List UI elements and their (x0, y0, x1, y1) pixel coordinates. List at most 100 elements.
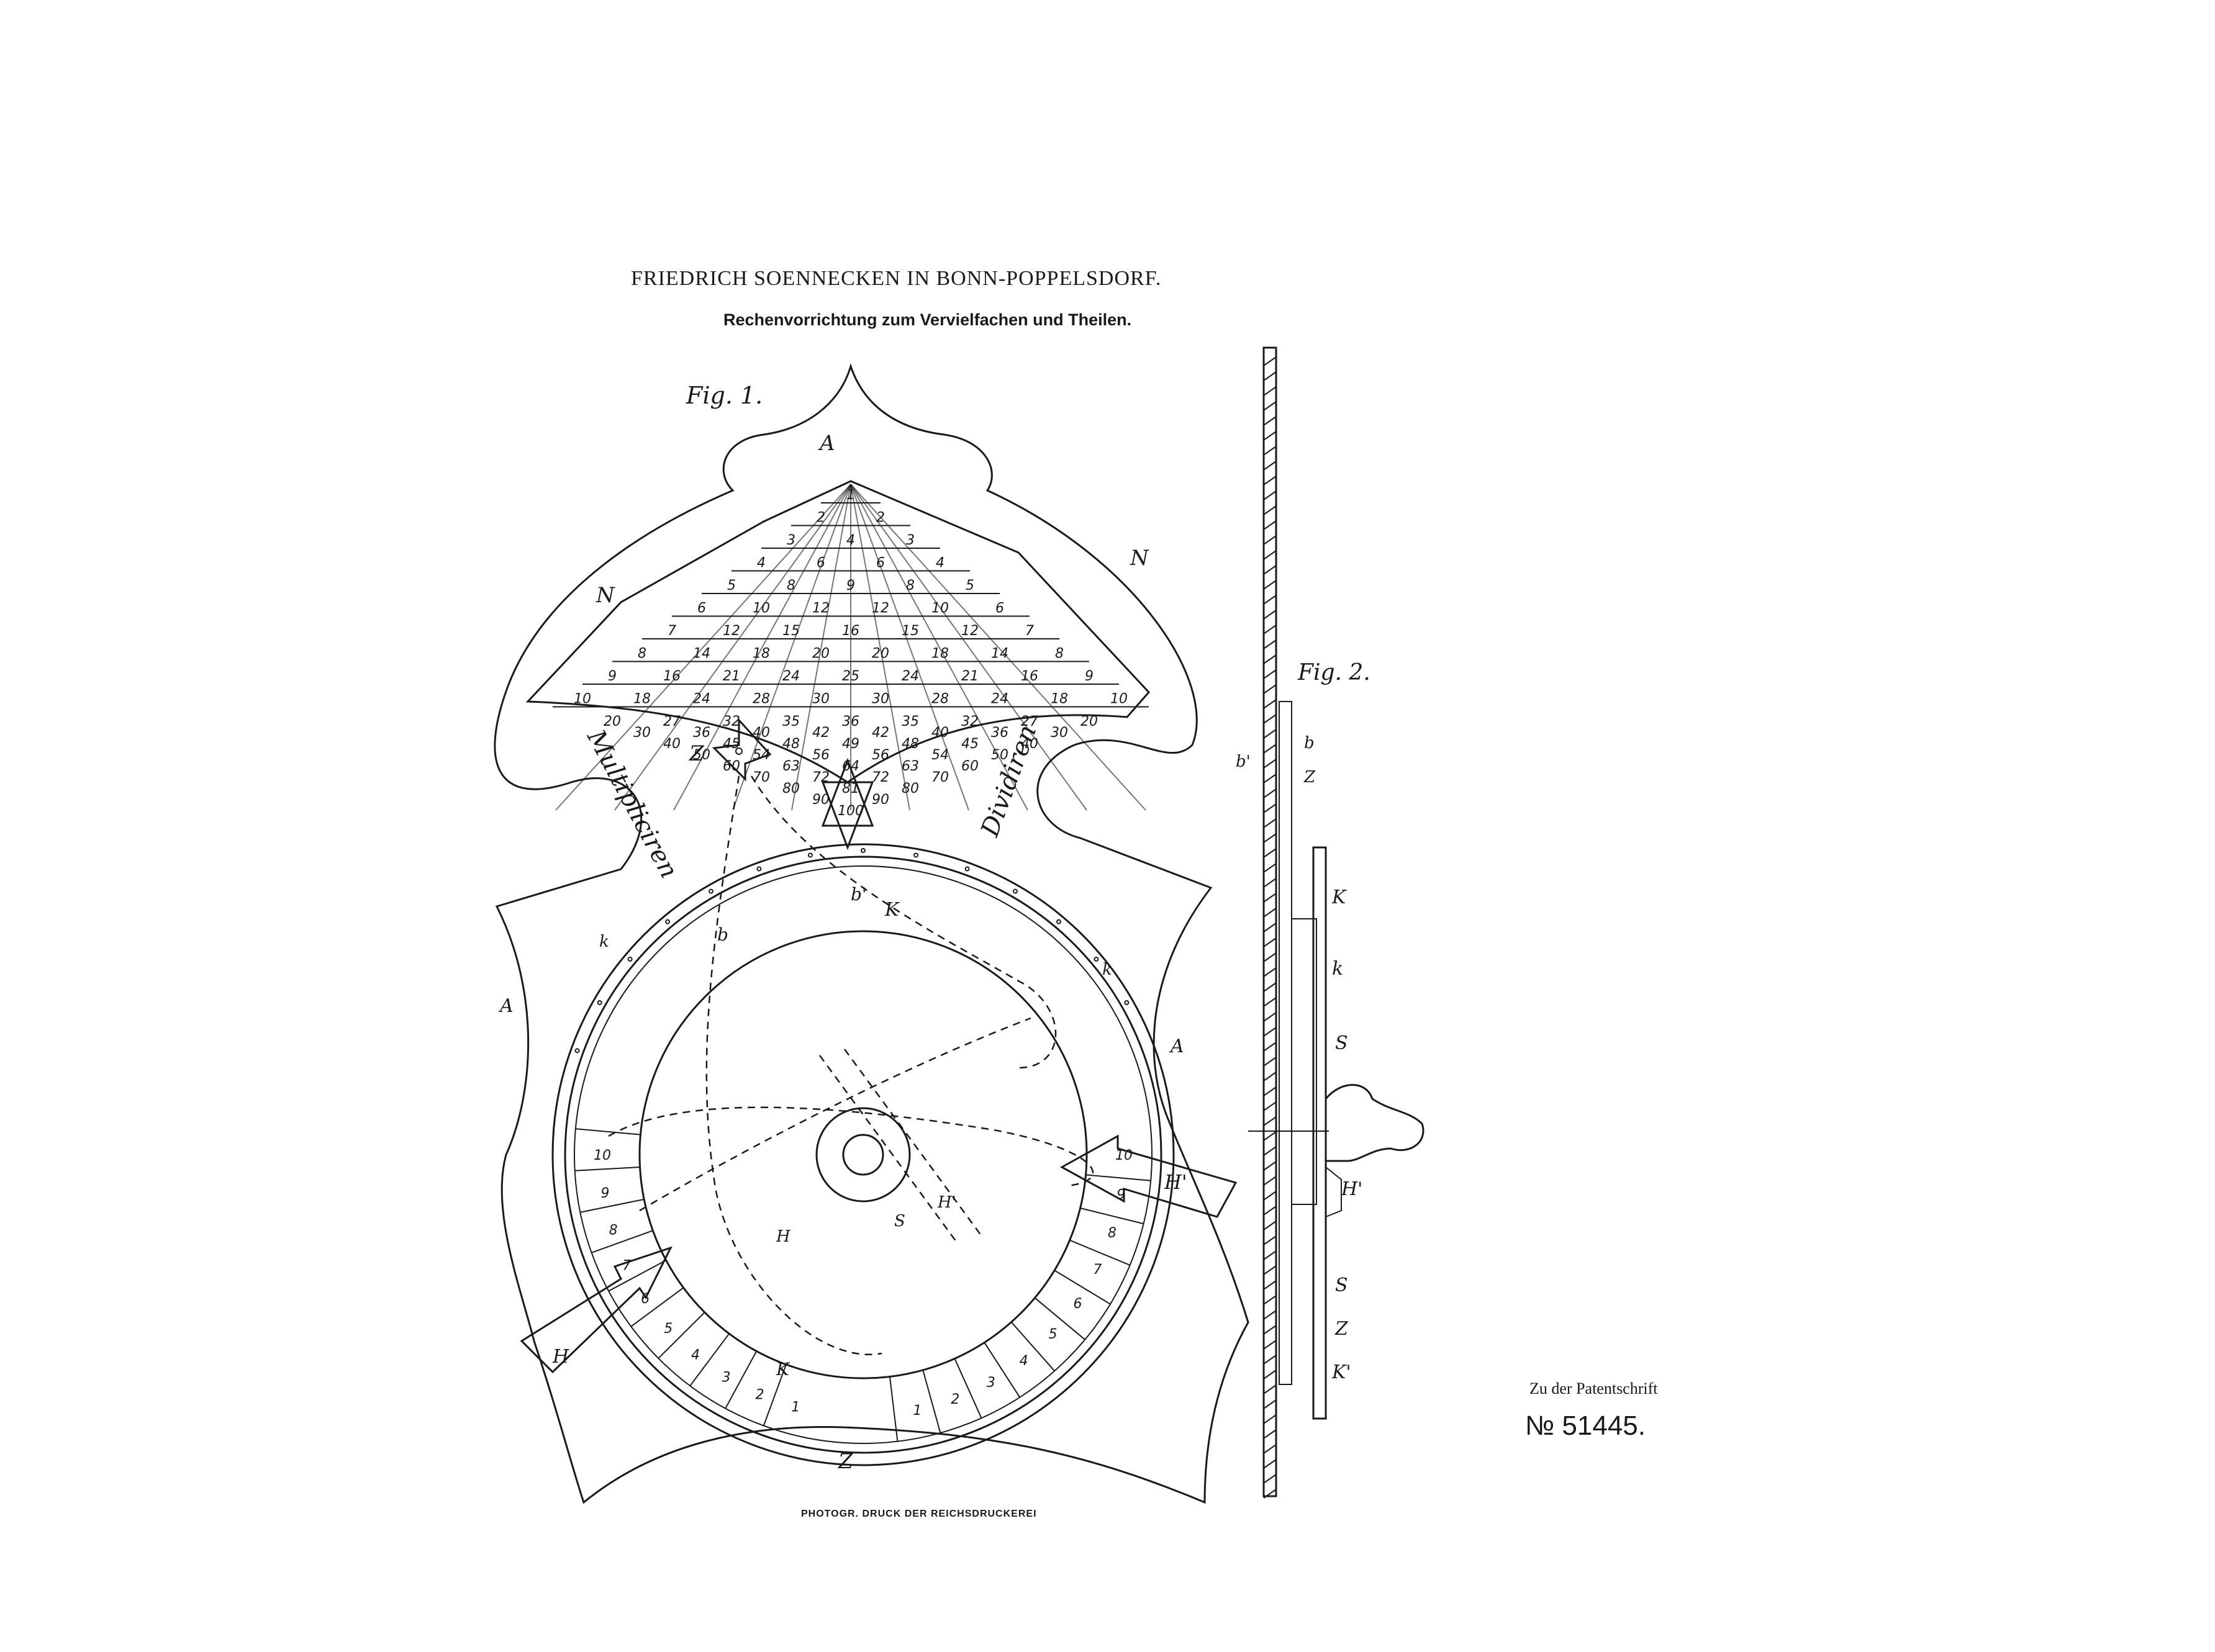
label-S: S (894, 1212, 905, 1230)
label-A-right: A (1169, 1036, 1184, 1057)
table-cell: 49 (842, 736, 859, 752)
fig2-label-S-bottom: S (1335, 1275, 1348, 1296)
patent-title: FRIEDRICH SOENNECKEN IN BONN-POPPELSDORF… (631, 267, 1162, 290)
dial-ring-outer (564, 855, 1162, 1454)
disk-section-K (1312, 846, 1327, 1420)
dial-tick (689, 1333, 730, 1386)
label-H-prime: H' (1164, 1170, 1187, 1194)
pointer-H (520, 1246, 673, 1374)
dial-tick (658, 1312, 705, 1359)
hatch-line (1263, 848, 1277, 858)
table-cell: 80 (902, 781, 919, 797)
table-cell: 30 (1051, 725, 1068, 741)
label-b: b (717, 924, 728, 945)
disk-section-k (1291, 918, 1317, 1205)
table-cell: 12 (812, 601, 830, 616)
table-grid (553, 484, 1149, 811)
table-cell: 24 (693, 692, 710, 707)
hatch-line (1263, 625, 1277, 634)
hatch-line (1263, 1086, 1277, 1096)
dial-number-right: 4 (1020, 1353, 1028, 1369)
hidden-lever-right (750, 775, 1057, 1069)
rim-dot (1094, 957, 1099, 962)
hatch-line (1263, 1191, 1277, 1201)
dial-number-left: 10 (594, 1148, 611, 1163)
dial-number-right: 8 (1108, 1225, 1117, 1241)
label-Z-top: Z (689, 741, 705, 766)
table-cell: 9 (608, 669, 617, 684)
table-cell: 24 (782, 669, 800, 684)
hatch-line (1263, 1250, 1277, 1260)
table-cell: 20 (604, 714, 621, 729)
table-cell: 9 (1085, 669, 1094, 684)
fig2-label-S-top: S (1335, 1032, 1348, 1054)
hatch-line (1263, 1280, 1277, 1290)
dial-tick (984, 1342, 1021, 1398)
hatch-line (1263, 1146, 1277, 1156)
table-cell: 18 (931, 646, 949, 662)
rim-dot (807, 852, 813, 858)
table-cell: 42 (872, 725, 889, 741)
hatch-line (1263, 699, 1277, 709)
table-cell: 70 (931, 770, 949, 785)
dial-number-left: 6 (641, 1291, 650, 1307)
hidden-cam (608, 1106, 1094, 1187)
dial-number-right: 9 (1117, 1187, 1125, 1203)
hatch-line (1263, 818, 1277, 828)
table-cell: 21 (723, 669, 740, 684)
section-hatching (1263, 356, 1277, 1499)
hatch-line (1263, 1116, 1277, 1126)
fig2-label-Z-bottom: Z (1334, 1318, 1349, 1340)
hatch-line (1263, 1176, 1277, 1186)
table-cell: 42 (812, 725, 830, 741)
hatch-line (1263, 476, 1277, 485)
hatch-line (1263, 1057, 1277, 1067)
dial-tick (591, 1230, 653, 1253)
dial-number-right: 10 (1115, 1148, 1133, 1163)
hatch-line (1263, 967, 1277, 977)
rim-dot (709, 888, 713, 894)
table-cell: 36 (842, 714, 859, 729)
hatch-line (1263, 431, 1277, 441)
table-cell: 50 (693, 747, 710, 763)
table-cell: 28 (931, 692, 949, 707)
hatch-line (1263, 684, 1277, 694)
table-cell: 16 (1021, 669, 1038, 684)
base-plate-section (1262, 346, 1277, 1497)
table-cell: 20 (1080, 714, 1098, 729)
fig2-caption: Fig. 2. (1297, 660, 1370, 685)
table-cell: 15 (782, 623, 800, 639)
hatch-line (1263, 908, 1277, 918)
table-cell: 1 (846, 487, 855, 503)
fig2-label-k: k (1332, 958, 1343, 980)
table-cell: 40 (663, 736, 681, 752)
hatch-line (1263, 1131, 1277, 1141)
table-cell: 40 (931, 725, 949, 741)
label-H-hidden: H (776, 1227, 791, 1246)
table-cell: 10 (753, 601, 770, 616)
table-cell: 40 (1021, 736, 1038, 752)
table-cell: 21 (961, 669, 979, 684)
table-diagonal (850, 484, 969, 811)
dial-tick (608, 1260, 667, 1292)
table-cell: 30 (633, 725, 651, 741)
label-N-right: N (1130, 546, 1149, 571)
label-K-bottom: K (776, 1359, 790, 1379)
table-cell: 54 (931, 747, 949, 763)
patent-reference-label: Zu der Patentschrift (1529, 1379, 1658, 1397)
spring-plate-b (1279, 701, 1292, 1385)
table-cell: 8 (1055, 646, 1064, 662)
table-cell: 3 (906, 533, 915, 548)
shield-outline (494, 363, 1249, 1504)
dial-number-right: 6 (1073, 1296, 1082, 1312)
figure-2: Fig. 2. b b' Z K k S H' S Z K' (1236, 346, 1425, 1499)
rim-dot (964, 866, 970, 872)
label-N-left: N (596, 583, 615, 608)
label-b-prime: b' (851, 884, 867, 905)
hidden-arm (639, 1017, 1031, 1212)
table-cell: 72 (872, 770, 889, 785)
table-cell: 32 (961, 714, 979, 729)
table-diagonal (555, 484, 851, 811)
table-cell: 10 (1110, 692, 1128, 707)
